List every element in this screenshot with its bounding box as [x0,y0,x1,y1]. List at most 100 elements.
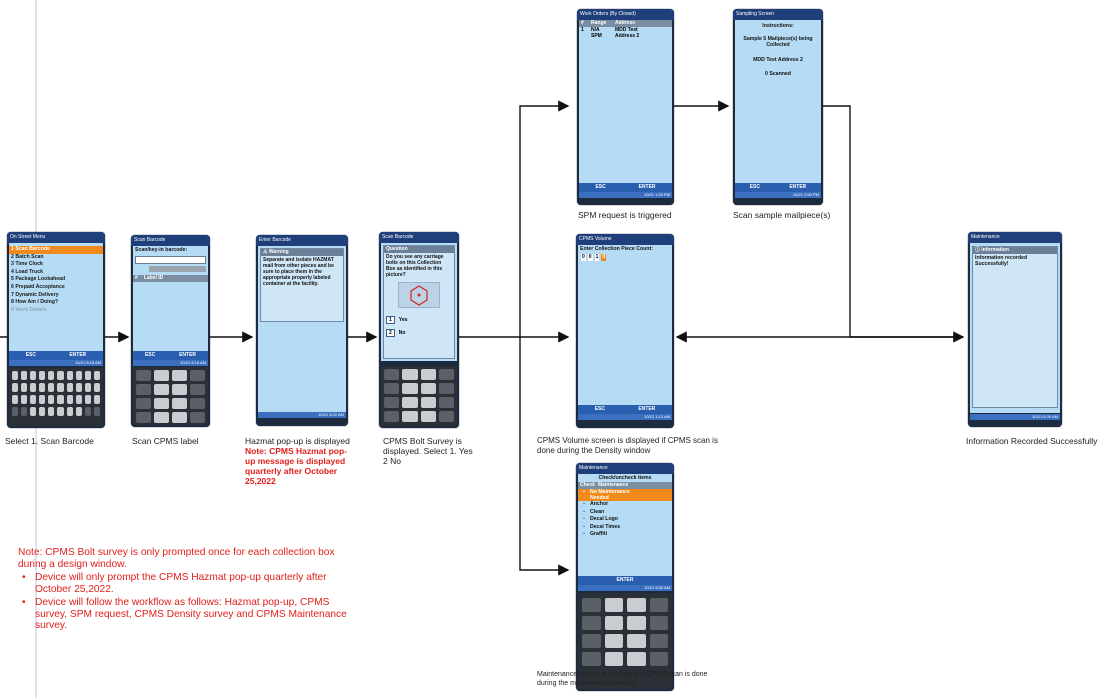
button-bar: ESC ENTER [133,351,208,360]
warning-popup-title: ⚠ Warning [261,249,343,256]
status-bar: 10/21 6:30 AM [970,414,1060,420]
enter-button[interactable]: ENTER [69,352,87,358]
menu-item-package-lookahead[interactable]: 5 Package Lookahead [11,276,66,283]
maintenance-heading: Check/uncheck items [598,475,652,481]
enter-button[interactable]: ENTER [179,352,197,358]
col-num: # [135,275,138,282]
list-item[interactable]: ▪Anchor [583,501,609,507]
info-icon: ⓘ [975,247,982,253]
screen-title: Scan Barcode [379,232,459,243]
maintenance-table-header: Check Maintenance [578,482,672,489]
qwerty-keyboard[interactable] [9,368,103,426]
volume-screen: Enter Collection Piece Count: 0 0 1 0 [578,245,672,405]
caption-spm: SPM request is triggered [578,210,672,220]
barcode-input[interactable] [135,256,206,265]
sampling-count: Sample 5 Mailpiece(s) being Collected [743,35,813,49]
option-1-num: 1 [386,316,395,324]
menu-item-work-details[interactable]: 9 Work Details [11,306,47,313]
scan-screen: Scan/key-in barcode: # Label ID [133,246,208,351]
menu-item-dynamic-delivery[interactable]: 7 Dynamic Delivery [11,291,59,298]
menu-item-time-clock[interactable]: 3 Time Clock [11,261,43,268]
enter-button[interactable]: ENTER [638,184,656,190]
information-popup: ⓘ Information Information recorded Succe… [972,246,1058,408]
hazmat-message: Separate and isolate HAZMAT mail from ot… [263,257,334,287]
note-bullet-hazmat: Device will only prompt the CPMS Hazmat … [35,572,327,595]
caption-scan-label: Scan CPMS label [132,436,199,446]
esc-button[interactable]: ESC [144,352,156,358]
phone-spm-work-orders: Work Orders (By Closed) # Range Address … [577,9,674,205]
col-check: Check [580,482,596,488]
phone-cpms-volume: CPMS Volume Enter Collection Piece Count… [576,234,674,428]
caption-info: Information Recorded Successfully [966,436,1098,446]
phone-hazmat: Enter Barcode ⚠ Warning Separate and iso… [256,235,348,426]
button-bar: ENTER [578,576,672,585]
button-bar: ESC ENTER [579,183,672,192]
status-bar: 10/21 8:18 AM [9,360,103,366]
line-sampling-down [823,105,851,337]
warning-icon: ⚠ [263,249,269,255]
caption-hazmat: Hazmat pop-up is displayed [245,436,350,446]
list-item[interactable]: ▪Decal Times [583,523,621,530]
list-item[interactable]: ▪Decal Logo [583,516,618,522]
menu-item-scan-barcode[interactable]: 1 Scan Barcode [9,246,103,254]
sampling-address: MDD Test Address 2 [753,56,803,63]
spm-screen: # Range Address 1 N/A MDD Test SPM Addre… [579,20,672,183]
menu-item-prepaid-acceptance[interactable]: 6 Prepaid Acceptance [11,283,65,290]
caption-sampling: Scan sample mailpiece(s) [733,210,831,220]
col-address: Address [615,20,636,26]
status-bar: 10/21 8:18 AM [133,360,208,366]
col-maintenance: Maintenance [598,482,629,488]
list-item[interactable]: ▪No Maintenance Needed [578,489,672,501]
numeric-keypad[interactable] [578,593,672,689]
arrow-to-maintenance [519,337,570,576]
bolt-question: Do you see any carriage bolts on this Co… [386,254,444,278]
esc-button[interactable]: ESC [25,352,36,358]
bolt-screen: Question Do you see any carriage bolts o… [381,243,457,361]
button-bar: ESC ENTER [735,183,821,192]
screen-title: Enter Barcode [256,235,348,246]
status-bar: 10/21 1:33 PM [579,192,672,198]
status-bar: 10/21 8:22 AM [258,412,346,418]
enter-button[interactable]: ENTER [789,184,807,190]
table-row[interactable]: 1 N/A MDD Test [581,27,638,33]
option-2-num: 2 [386,329,395,337]
volume-prompt: Enter Collection Piece Count: [580,246,653,252]
bullet-marker-2: • [22,597,26,608]
col-range: Range [591,20,607,26]
phone-on-street-menu: On Street Menu 1 Scan Barcode 2 Batch Sc… [7,232,105,428]
menu-item-how-am-i-doing[interactable]: 8 How Am I Doing? [11,299,59,306]
piece-count-input[interactable]: 0 0 1 0 [581,254,607,262]
table-row[interactable]: SPM Address 2 [591,33,640,39]
enter-button[interactable]: ENTER [616,577,634,583]
screen-title: CPMS Volume [576,234,674,245]
esc-button[interactable]: ESC [749,184,760,190]
option-no[interactable]: 2 No [384,329,454,337]
sampling-scanned: 0 Scanned [765,71,791,78]
phone-sampling: Sampling Screen Instructions: Sample 5 M… [733,9,823,205]
screen-title: Maintenance [968,232,1062,243]
phone-scan-barcode: Scan Barcode Scan/key-in barcode: # Labe… [131,235,210,427]
esc-button[interactable]: ESC [594,406,605,412]
list-item[interactable]: ▪Graffiti [583,531,608,537]
screen-title: On Street Menu [7,232,105,243]
hazmat-screen: ⚠ Warning Separate and isolate HAZMAT ma… [258,246,346,412]
menu-item-batch-scan[interactable]: 2 Batch Scan [11,253,44,260]
barcode-bar [149,266,206,273]
enter-button[interactable]: ENTER [638,406,656,412]
warning-popup: ⚠ Warning Separate and isolate HAZMAT ma… [260,248,344,322]
caption-select-scan: Select 1. Scan Barcode [5,436,94,446]
numeric-keypad[interactable] [381,366,457,426]
option-yes[interactable]: 1 Yes [384,316,454,324]
status-bar: 10/21 1:12 AM [578,414,672,420]
caption-maintenance: Maintenance screen is displayed if CPMS … [537,671,708,687]
note-bullet-workflow: Device will follow the workflow as follo… [35,597,347,631]
esc-button[interactable]: ESC [595,184,606,190]
menu-item-load-truck[interactable]: 4 Load Truck [11,268,43,275]
status-bar: 10/21 6:06 AM [578,585,672,591]
label-table-header: # Label ID [133,275,208,283]
hexagon-icon [410,285,428,306]
numeric-keypad[interactable] [133,367,208,425]
bolt-picture [398,282,440,308]
list-item[interactable]: ▪Clean [583,508,605,515]
